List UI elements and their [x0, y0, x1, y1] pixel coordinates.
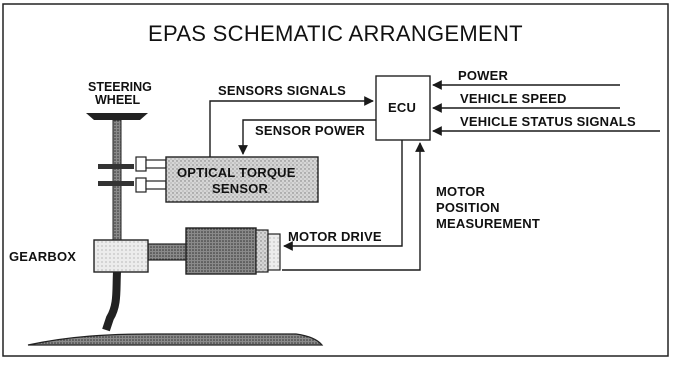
motor-drive-label: MOTOR DRIVE	[288, 229, 382, 244]
power-label: POWER	[458, 68, 509, 83]
optical-torque-sensor-label-line1: OPTICAL TORQUE	[177, 165, 296, 180]
steering-rack	[27, 333, 324, 346]
steering-wheel-label-line1: STEERING	[88, 80, 152, 94]
motor-position-label-line2: POSITION	[436, 200, 500, 215]
lower-shaft	[102, 271, 121, 332]
motor-position-line	[282, 142, 425, 271]
diagram-title: EPAS SCHEMATIC ARRANGEMENT	[148, 21, 523, 46]
gearbox	[93, 239, 149, 273]
vehicle-status-signals-label: VEHICLE STATUS SIGNALS	[460, 114, 636, 129]
gearbox-label: GEARBOX	[9, 249, 76, 264]
motor-drive-line	[283, 140, 403, 251]
optical-torque-sensor	[165, 156, 319, 203]
sensor-power-label: SENSOR POWER	[255, 123, 365, 138]
steering-wheel-label-line2: WHEEL	[95, 93, 141, 107]
electric-motor	[147, 227, 281, 275]
figure-border	[2, 3, 669, 357]
optical-torque-sensor-label-line2: SENSOR	[212, 181, 269, 196]
sensors-signals-label: SENSORS SIGNALS	[218, 83, 346, 98]
ecu-label: ECU	[388, 100, 416, 115]
torque-sensor-clamps	[98, 156, 167, 193]
vehicle-speed-label: VEHICLE SPEED	[460, 91, 567, 106]
ecu-box	[375, 75, 431, 141]
motor-position-label-line1: MOTOR	[436, 184, 486, 199]
motor-position-label-line3: MEASUREMENT	[436, 216, 540, 231]
sensors-signals-line	[209, 96, 374, 157]
steering-wheel	[86, 113, 148, 120]
sensor-power-line	[238, 119, 376, 155]
